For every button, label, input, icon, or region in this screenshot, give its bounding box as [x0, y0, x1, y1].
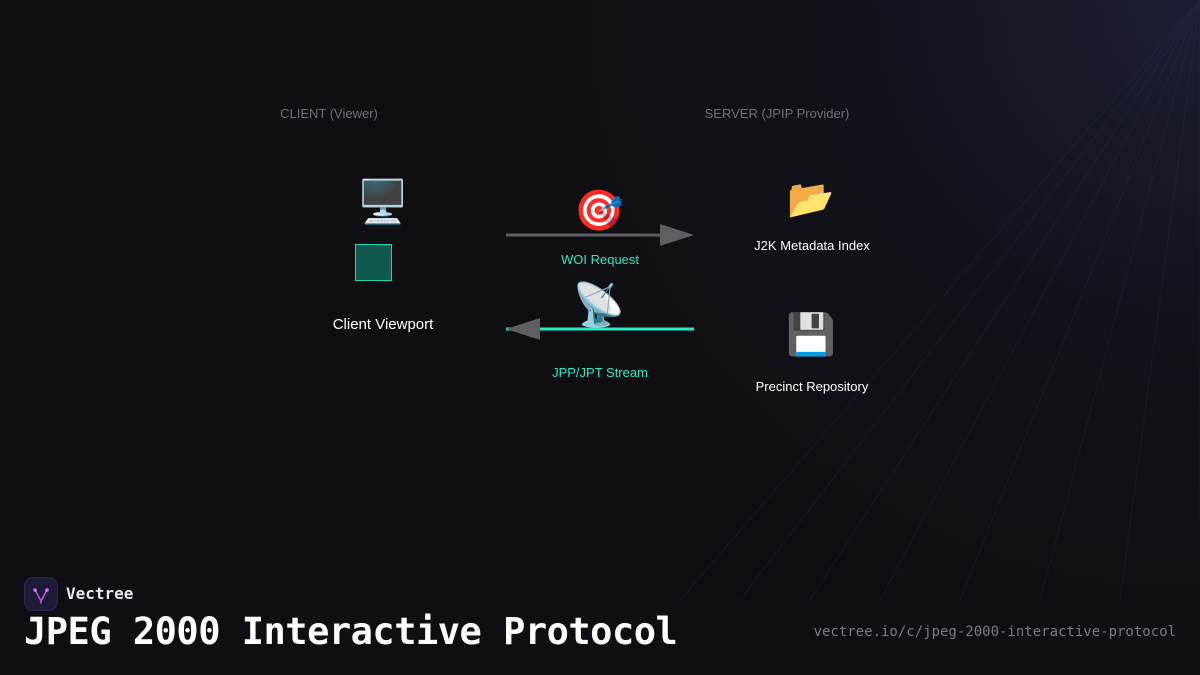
target-icon: 🎯	[574, 188, 624, 234]
floppy-disk-icon: 💾	[786, 312, 836, 358]
brand-name: Vectree	[66, 584, 134, 603]
jpp-jpt-stream-label: JPP/JPT Stream	[552, 365, 648, 380]
woi-request-label: WOI Request	[560, 252, 640, 267]
open-folder-icon: 📂	[787, 177, 835, 221]
viewport-square	[355, 244, 392, 281]
client-column-header: CLIENT (Viewer)	[280, 106, 378, 121]
request-arrow	[506, 224, 694, 246]
page-title: JPEG 2000 Interactive Protocol	[24, 610, 678, 653]
source-url[interactable]: vectree.io/c/jpeg-2000-interactive-proto…	[813, 624, 1176, 640]
satellite-antenna-icon: 📡	[572, 280, 626, 329]
stream-arrow	[506, 318, 694, 340]
vectree-logo-icon	[24, 577, 58, 611]
metadata-index-label: J2K Metadata Index	[754, 238, 870, 253]
desktop-computer-icon: 🖥️	[356, 177, 410, 226]
client-viewport-label: Client Viewport	[332, 316, 434, 333]
background-rays	[680, 0, 1200, 600]
precinct-repository-label: Precinct Repository	[755, 379, 869, 394]
server-column-header: SERVER (JPIP Provider)	[704, 106, 850, 121]
